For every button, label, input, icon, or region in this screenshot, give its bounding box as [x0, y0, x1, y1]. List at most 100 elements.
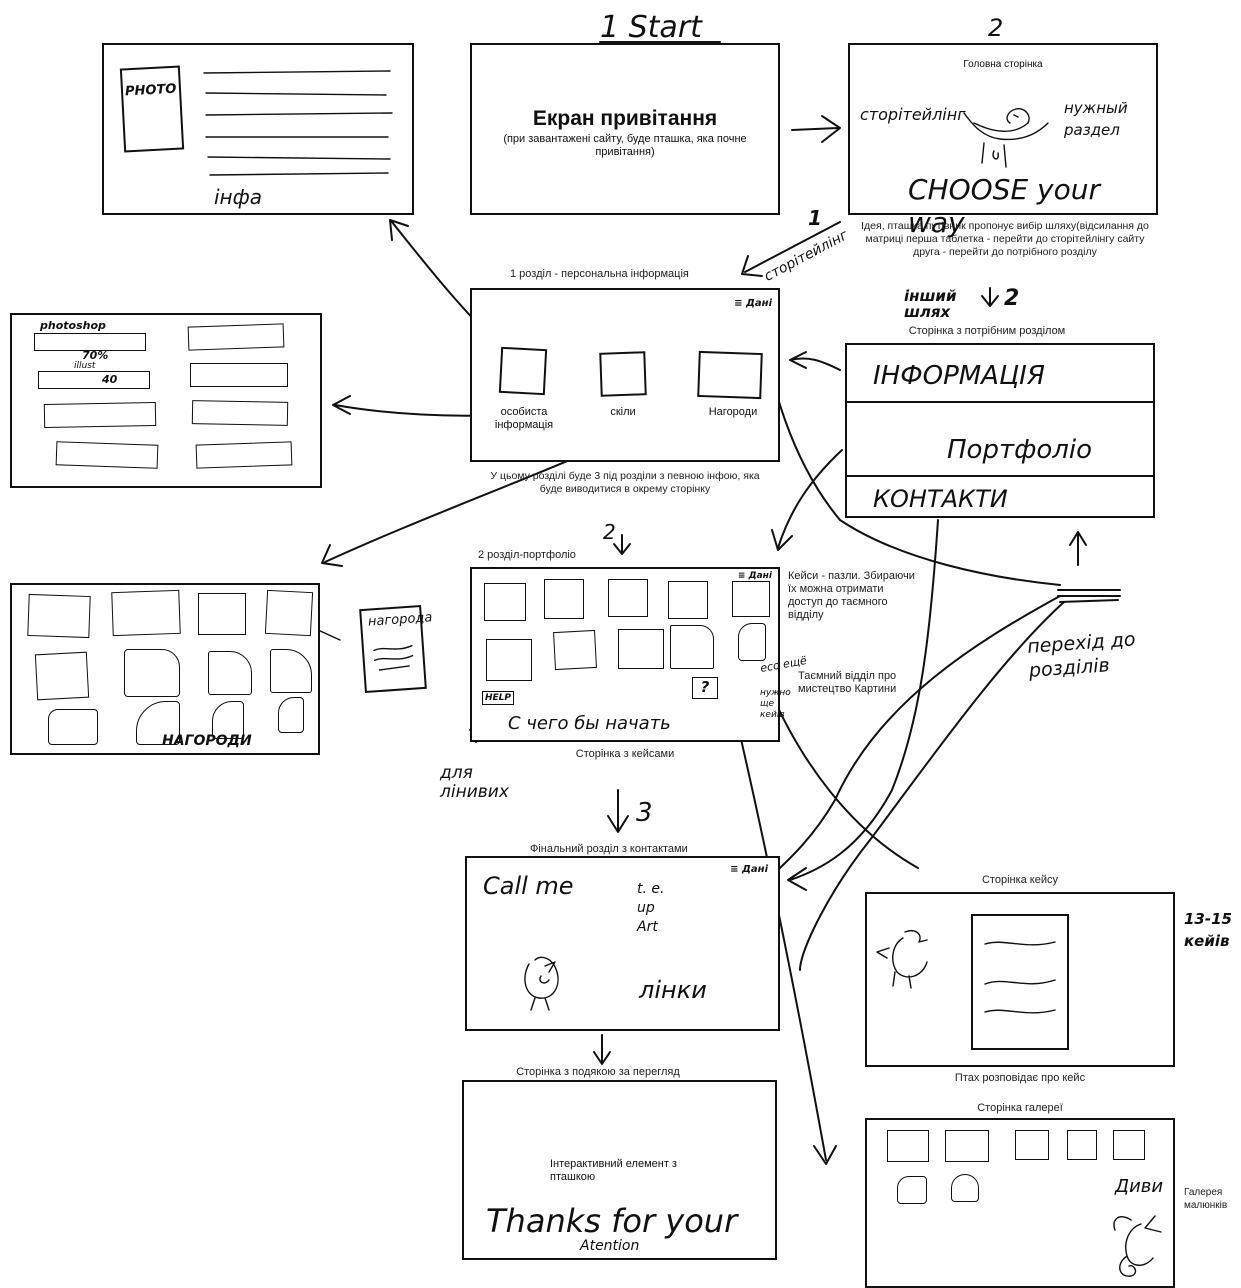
photo-placeholder: PHOTO: [119, 65, 185, 153]
cases-puzzle-note: Кейси - пазли. Збираючи їх можна отримат…: [788, 570, 915, 621]
case-document-lines: [984, 941, 1056, 1014]
award-card[interactable]: [198, 593, 246, 635]
portfolio-screen: ≡ Дані HELP ? С чего бы начать: [470, 567, 780, 742]
award-card[interactable]: [264, 589, 314, 637]
contacts-screen: Call me ≡ Дані t. e. up Art лінки: [465, 856, 780, 1031]
main-page-screen: Головна сторінка сторітейлінг нужный раз…: [848, 43, 1158, 239]
skill-value-photoshop: 70%: [82, 349, 109, 362]
storytelling-step-num: 1: [808, 206, 822, 230]
award-card[interactable]: [208, 651, 252, 695]
contacts-step-num: 3: [636, 798, 653, 828]
award-detail-label: нагорода: [367, 610, 433, 630]
thanks-caption: Сторінка з подякою за перегляд: [516, 1066, 680, 1078]
bird-icon: [876, 930, 928, 989]
award-card[interactable]: [48, 709, 98, 745]
photo-info-screen: PHOTO інфа: [102, 43, 414, 215]
lazy-label: для лінивих: [440, 763, 509, 802]
personal-section-screen: ≡ Дані особиста інформація скіли Нагород…: [470, 288, 780, 462]
award-card[interactable]: [27, 593, 91, 639]
case-page-screen: [865, 892, 1175, 1067]
award-detail-lines: [373, 644, 414, 671]
case-tile[interactable]: [608, 579, 648, 617]
gallery-item[interactable]: [887, 1130, 929, 1162]
skill-bar: [187, 323, 285, 351]
gallery-caption: Сторінка галереї: [977, 1102, 1063, 1114]
links-label[interactable]: лінки: [639, 976, 707, 1004]
storytelling-step-label: сторітейлінг: [761, 227, 851, 285]
section-contacts-row[interactable]: КОНТАКТИ: [873, 485, 1008, 513]
start-label: 1 Start: [600, 10, 702, 45]
gallery-side-note: Галерея малюнків: [1184, 1187, 1228, 1211]
contacts-caption: Фінальний розділ з контактами: [530, 843, 688, 855]
awards-label: Нагороди: [708, 406, 758, 418]
welcome-title: Екран привітання: [532, 107, 718, 130]
case-tile[interactable]: [732, 581, 770, 617]
case-tile[interactable]: [553, 629, 597, 671]
award-card[interactable]: [212, 701, 244, 739]
sections-page-screen: ІНФОРМАЦІЯ Портфоліо КОНТАКТИ: [845, 343, 1155, 518]
portfolio-menu-button[interactable]: ≡ Дані: [737, 571, 772, 581]
secret-question-button[interactable]: ?: [692, 677, 718, 699]
transition-label: перехід до розділів: [1026, 628, 1137, 682]
personal-info-tile[interactable]: [498, 346, 548, 396]
skills-tile[interactable]: [599, 351, 647, 397]
section-portfolio-row[interactable]: Портфоліо: [847, 403, 1153, 477]
thanks-attention: Atention: [580, 1238, 640, 1254]
other-path-label: інший шлях: [904, 287, 957, 321]
awards-tile[interactable]: [697, 350, 763, 400]
award-card[interactable]: [111, 589, 181, 637]
awards-screen: НАГОРОДИ: [10, 583, 320, 755]
sections-page-caption: Сторінка з потрібним розділом: [908, 325, 1066, 337]
skill-label-illust: illust: [74, 361, 96, 371]
gallery-item[interactable]: [1067, 1130, 1097, 1160]
needed-section-option[interactable]: нужный раздел: [1064, 99, 1128, 139]
thanks-interactive-note: Інтерактивний елемент з пташкою: [550, 1158, 677, 1183]
contacts-menu-button[interactable]: ≡ Дані: [730, 864, 768, 875]
storytelling-option[interactable]: сторітейлінг: [860, 105, 966, 124]
award-card[interactable]: [270, 649, 312, 693]
call-me-label: Call me: [483, 872, 574, 900]
main-page-note: Ідея, пташка путівник пропонує вибір шля…: [861, 220, 1149, 258]
personal-section-caption: 1 розділ - персональна інформація: [510, 268, 689, 280]
skill-label-photoshop: photoshop: [40, 319, 106, 332]
section-info-row[interactable]: ІНФОРМАЦІЯ: [847, 345, 1153, 403]
case-page-caption: Сторінка кейсу: [981, 874, 1059, 886]
gallery-item[interactable]: [945, 1130, 989, 1162]
skill-bar: [34, 333, 146, 351]
gallery-look-label: Диви: [1115, 1176, 1164, 1197]
case-tile[interactable]: [484, 583, 526, 621]
case-tile[interactable]: [486, 639, 532, 681]
text-lines: [203, 70, 393, 176]
thanks-screen: Інтерактивний елемент з пташкою Thanks f…: [462, 1080, 777, 1260]
portfolio-footer: Сторінка з кейсами: [575, 748, 675, 760]
skill-bar: [190, 363, 288, 387]
award-card[interactable]: [278, 697, 304, 733]
gallery-screen: Диви: [865, 1118, 1175, 1288]
bird-icon: [963, 108, 1049, 168]
other-path-num: 2: [1004, 286, 1020, 311]
contact-list[interactable]: t. e. up Art: [637, 881, 665, 935]
case-tile[interactable]: [738, 623, 766, 661]
skill-bar: [43, 402, 157, 428]
case-tile[interactable]: [670, 625, 714, 669]
award-card[interactable]: [34, 651, 90, 701]
case-tile[interactable]: [544, 579, 584, 619]
gallery-item[interactable]: [897, 1176, 927, 1204]
case-tile[interactable]: [668, 581, 708, 619]
award-card[interactable]: [136, 701, 180, 745]
gallery-item[interactable]: [1113, 1130, 1145, 1160]
skill-bar: [195, 441, 293, 469]
portfolio-step-num: 2: [603, 520, 616, 544]
personal-menu-button[interactable]: ≡ Дані: [734, 298, 772, 309]
help-button[interactable]: HELP: [482, 691, 515, 705]
step-two-label: 2: [988, 14, 1004, 42]
photo-label: PHOTO: [124, 81, 177, 100]
case-tile[interactable]: [618, 629, 664, 669]
main-page-caption: Головна сторінка: [963, 59, 1043, 70]
bird-icon: [1113, 1215, 1162, 1277]
skill-bar: [191, 400, 289, 426]
award-card[interactable]: [124, 649, 180, 697]
gallery-item[interactable]: [951, 1174, 979, 1202]
gallery-item[interactable]: [1015, 1130, 1049, 1160]
welcome-screen: Екран привітання (при завантажені сайту,…: [470, 43, 780, 215]
